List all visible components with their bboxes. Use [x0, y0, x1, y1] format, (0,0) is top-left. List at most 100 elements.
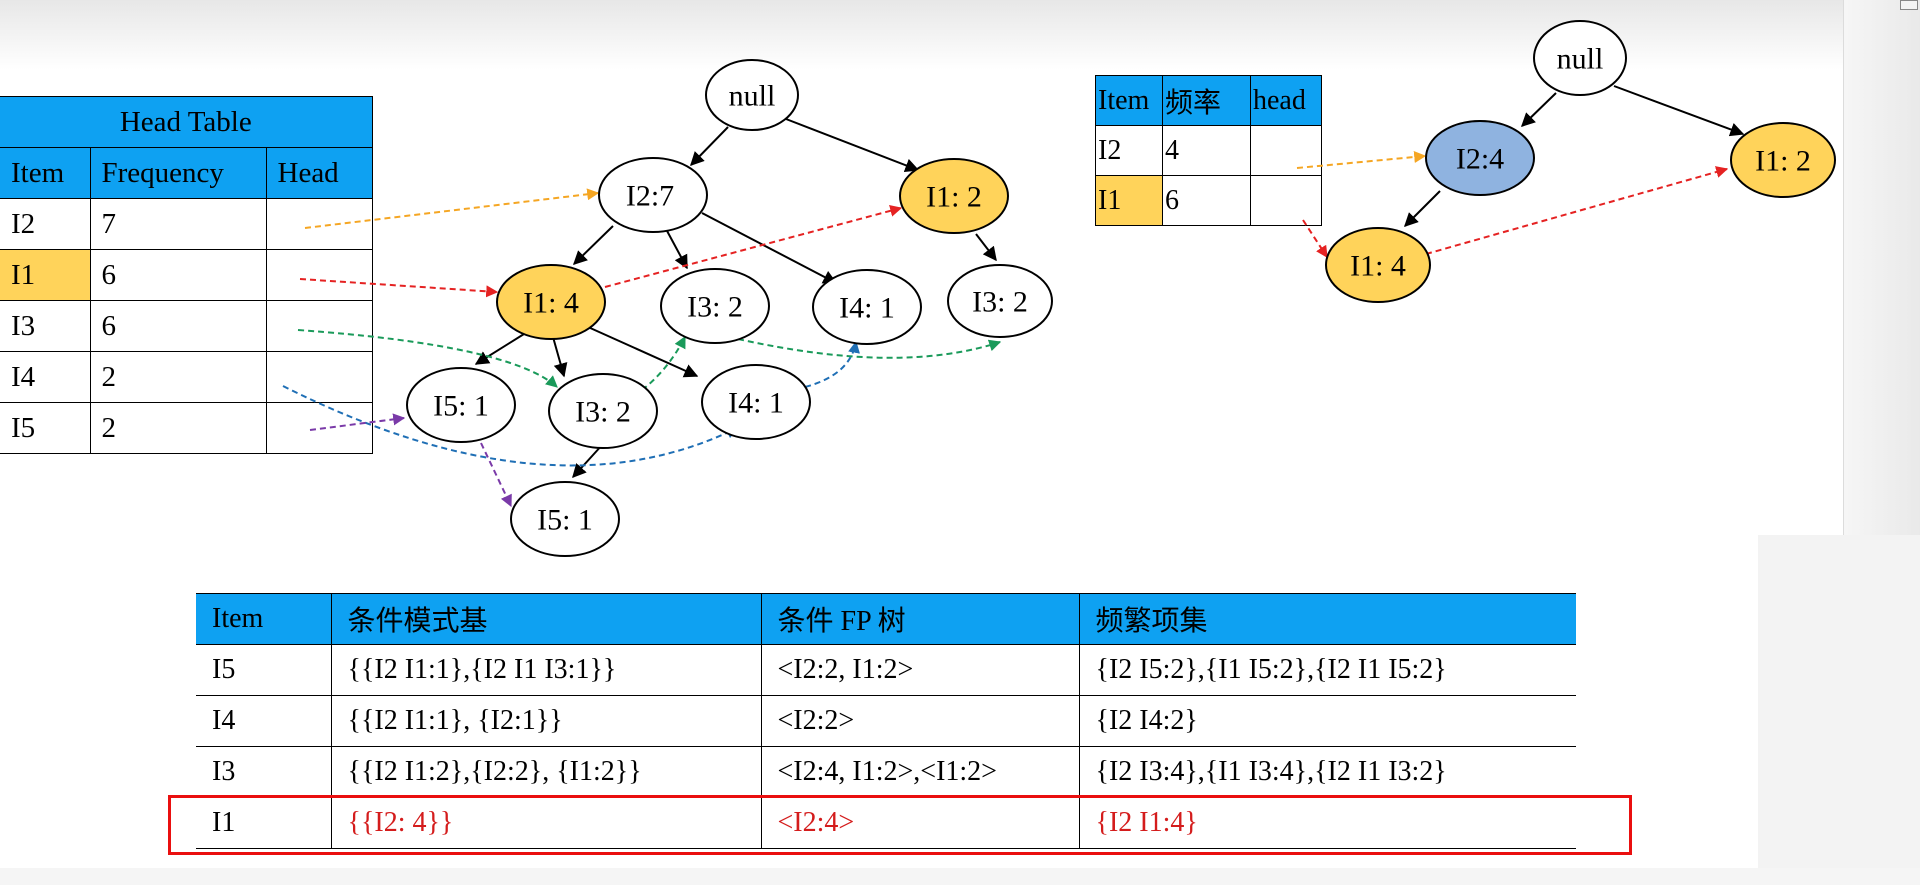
small-table-row: I2 4 [1095, 125, 1322, 176]
head-table-frequency: 2 [90, 351, 267, 403]
head-table-header-item: Item [0, 147, 91, 199]
result-row: I3 {{I2 I1:2},{I2:2}, {I1:2}} <I2:4, I1:… [196, 746, 1576, 798]
result-base: {{I2 I1:2},{I2:2}, {I1:2}} [331, 746, 762, 798]
head-table-head-cell [266, 198, 373, 250]
node-label: I1: 4 [1350, 250, 1406, 283]
result-itemsets: {I2 I3:4},{I1 I3:4},{I2 I1 I3:2} [1079, 746, 1576, 798]
tree-node-i1 [899, 158, 1009, 234]
tree-node-i1 [1730, 122, 1836, 198]
node-label: I2:4 [1456, 143, 1504, 176]
result-base: {{I2 I1:1}, {I2:1}} [331, 695, 762, 747]
head-table-head-cell [266, 351, 373, 403]
node-label: I5: 1 [537, 504, 593, 537]
node-link-i1 [604, 204, 903, 288]
node-links [282, 188, 1002, 508]
tree-node-null [1533, 20, 1627, 96]
head-table-item: I1 [0, 249, 91, 301]
right-tree-labels: null I2:4 I1: 2 I1: 4 [1350, 43, 1811, 283]
result-row: I4 {{I2 I1:1}, {I2:1}} <I2:2> {I2 I4:2} [196, 695, 1576, 747]
head-table-item: I4 [0, 351, 91, 403]
tree-edges [474, 118, 997, 479]
node-label: I3: 2 [972, 286, 1028, 319]
head-table-frequency: 2 [90, 402, 267, 454]
tree-node-i1 [1325, 227, 1431, 303]
head-table-frequency: 7 [90, 198, 267, 250]
result-tree: <I2:2, I1:2> [761, 644, 1080, 696]
tree-node-i2 [1425, 120, 1535, 196]
tree-edge [587, 326, 699, 378]
result-row-highlighted: I1 {{I2: 4}} <I2:4> {I2 I1:4} [196, 797, 1576, 849]
result-base: {{I2 I1:1},{I2 I1 I3:1}} [331, 644, 762, 696]
head-table-item: I3 [0, 300, 91, 352]
vertical-scrollbar[interactable] [1843, 0, 1920, 535]
tree-edge [552, 336, 568, 378]
node-label: I2:7 [626, 180, 674, 213]
tree-edge [701, 212, 838, 284]
small-table-head-cell [1250, 175, 1322, 226]
result-tree: <I2:2> [761, 695, 1080, 747]
head-link-i1 [1302, 219, 1328, 259]
node-label: I4: 1 [728, 387, 784, 420]
tree-edge [474, 333, 525, 365]
tree-node-i5 [406, 367, 516, 443]
node-label: null [729, 80, 776, 113]
head-table-row: I3 6 [0, 300, 373, 352]
head-link-i5 [309, 413, 406, 431]
tree-edge [572, 225, 614, 265]
head-table-row: I5 2 [0, 402, 373, 454]
tree-edge [785, 118, 920, 172]
result-itemsets: {I2 I4:2} [1079, 695, 1576, 747]
tree-node-i3 [660, 268, 770, 344]
node-link-i4 [804, 340, 860, 388]
head-table-item: I2 [0, 198, 91, 250]
node-label: I1: 2 [926, 181, 982, 214]
node-label: null [1557, 43, 1604, 76]
right-tree-nodes [1325, 20, 1836, 303]
node-label: I5: 1 [433, 390, 489, 423]
result-tree: <I2:4> [761, 797, 1080, 849]
tree-node-i1 [496, 264, 606, 340]
node-link-i3 [737, 338, 1002, 359]
head-table-header-head: Head [266, 147, 373, 199]
result-row: I5 {{I2 I1:1},{I2 I1 I3:1}} <I2:2, I1:2>… [196, 644, 1576, 696]
tree-node-i5 [510, 481, 620, 557]
small-table-frequency: 6 [1162, 175, 1251, 226]
node-link-i3 [641, 335, 686, 391]
right-tree-edges [1404, 85, 1745, 227]
head-table-header-frequency: Frequency [90, 147, 267, 199]
head-table-head-cell [266, 249, 373, 301]
tree-edge [690, 126, 729, 167]
tree-node-i4 [701, 364, 811, 440]
highlight-box [168, 795, 1632, 855]
head-table-frequency: 6 [90, 249, 267, 301]
tree-edge [1520, 92, 1557, 127]
bottom-bar [0, 868, 1920, 885]
head-link-i4 [282, 385, 739, 467]
result-itemsets: {I2 I1:4} [1079, 797, 1576, 849]
node-label: I3: 2 [575, 396, 631, 429]
scroll-up-button[interactable] [1900, 0, 1918, 10]
conditional-head-table: Item 频率 head I2 4 I1 6 [1095, 75, 1322, 226]
small-table-row: I1 6 [1095, 175, 1322, 226]
small-table-header-head: head [1250, 75, 1322, 126]
small-table-head-cell [1250, 125, 1322, 176]
head-link-i3 [297, 329, 558, 388]
head-table-row: I2 7 [0, 198, 373, 250]
result-header-base: 条件模式基 [331, 593, 762, 645]
head-link-i2 [304, 188, 600, 229]
head-table-item: I5 [0, 402, 91, 454]
result-header-item: Item [196, 593, 332, 645]
head-table-frequency: 6 [90, 300, 267, 352]
result-item: I3 [196, 746, 332, 798]
tree-edge [1613, 85, 1745, 137]
result-base: {{I2: 4}} [331, 797, 762, 849]
head-link-i1 [299, 278, 499, 298]
left-tree-nodes [406, 59, 1053, 557]
tree-edge [665, 228, 688, 270]
result-header-itemsets: 频繁项集 [1079, 593, 1576, 645]
small-table-frequency: 4 [1162, 125, 1251, 176]
head-table: Head Table Item Frequency Head I2 7 I1 6… [0, 96, 373, 454]
result-header-tree: 条件 FP 树 [761, 593, 1080, 645]
small-table-item: I2 [1095, 125, 1163, 176]
